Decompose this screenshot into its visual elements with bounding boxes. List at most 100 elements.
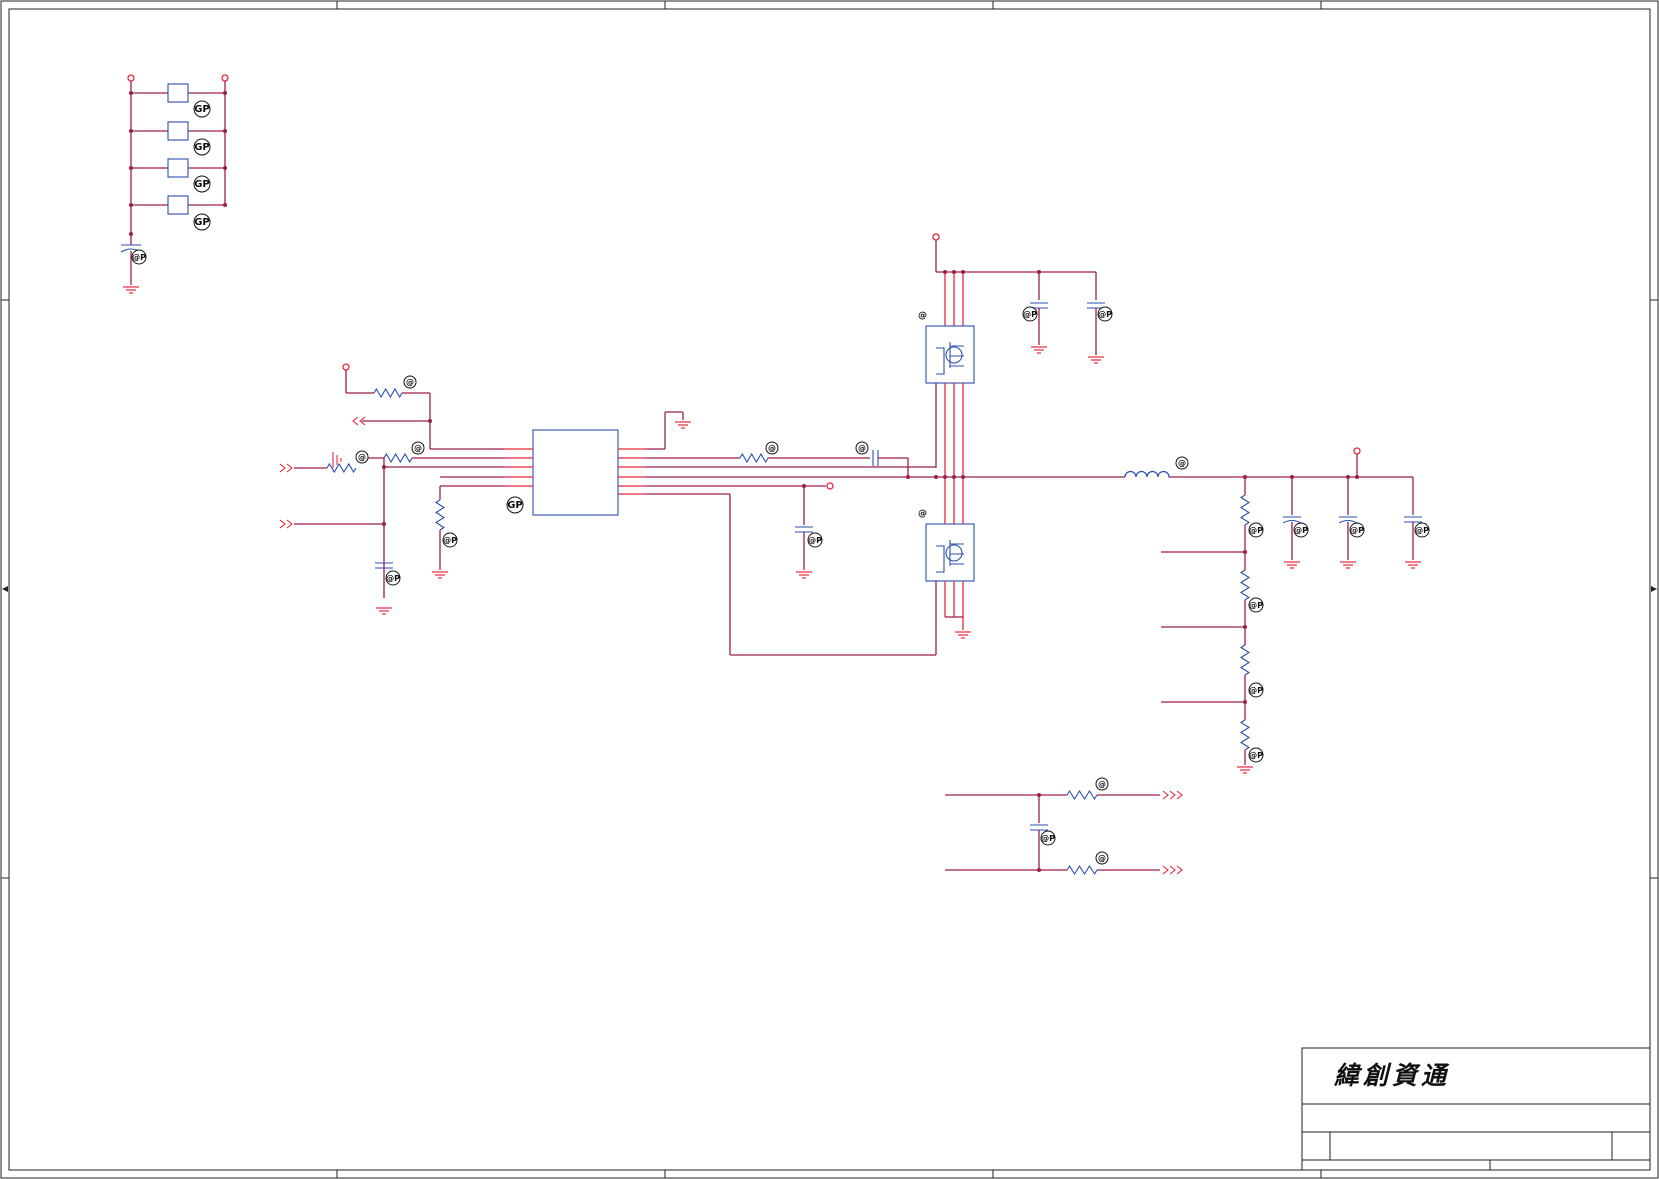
- gp_small-badge-text: @P: [1415, 526, 1429, 535]
- ground-symbol-icon: [1340, 561, 1356, 569]
- gp_small-badge: [1293, 522, 1309, 538]
- offpage-connector-icon: [359, 416, 366, 426]
- gp-badge-text: GP: [194, 217, 210, 228]
- mosfet-high-side: @: [918, 311, 975, 477]
- gp_small-badge: [1248, 597, 1264, 613]
- resistor-icon: [1066, 864, 1098, 876]
- gp_small-badge-text: @P: [1023, 310, 1037, 319]
- offpage-connector-icon: [1169, 790, 1176, 800]
- resistor-icon: [1239, 719, 1251, 751]
- pad-component: [167, 83, 189, 103]
- title-block: 緯創資通: [1301, 1047, 1651, 1171]
- gp-badge: [193, 100, 211, 118]
- ic-input-nets: [294, 363, 505, 598]
- gp-badge-text: GP: [507, 500, 523, 511]
- offpage-connector-icon: [279, 519, 286, 529]
- ref_small-badge-text: @: [1098, 780, 1106, 789]
- ref_small-badge: [1175, 456, 1189, 470]
- mosfet-low-side: @: [918, 477, 975, 655]
- ground-symbol-icon: [1284, 561, 1300, 569]
- resistor-icon: [739, 452, 769, 464]
- offpage-connector-icon: [1176, 790, 1183, 800]
- gp-badge-text: GP: [194, 142, 210, 153]
- offpage-connector-icon: [1169, 865, 1176, 875]
- resistor-icon: [383, 452, 413, 464]
- gp_small-badge: [1414, 522, 1430, 538]
- offpage-connector-icon: [286, 519, 293, 529]
- ground-symbol-icon: [675, 421, 691, 429]
- gp-badge: [193, 213, 211, 231]
- gp_small-badge: [1248, 682, 1264, 698]
- gp_small-badge: [1022, 306, 1038, 322]
- bottom-rc-network: [945, 793, 1160, 872]
- gp_small-badge: [807, 532, 823, 548]
- gp_small-badge: [131, 249, 147, 265]
- pad-component: [167, 195, 189, 215]
- gp_small-badge: [385, 570, 401, 586]
- gp-badge: [193, 175, 211, 193]
- resistor-icon: [1239, 569, 1251, 601]
- resistor-icon: [1239, 494, 1251, 526]
- gp-badge-text: GP: [194, 179, 210, 190]
- company-logo-text: 緯創資通: [1333, 1061, 1450, 1090]
- inductor-icon: [1124, 470, 1170, 478]
- gp_small-badge-text: @P: [1249, 686, 1263, 695]
- parallel-block-network: [120, 74, 229, 285]
- ground-symbol-icon: [1237, 766, 1253, 774]
- resistor-icon: [1066, 789, 1098, 801]
- ref_small-badge-text: @: [1098, 854, 1106, 863]
- resistor-icon: [326, 462, 357, 474]
- ground-symbol-icon: [1031, 346, 1047, 354]
- resistor-icon: [373, 387, 403, 399]
- offpage-connector-icon: [1162, 865, 1169, 875]
- gp_small-badge-text: @P: [1294, 526, 1308, 535]
- gp_small-badge-text: @P: [1249, 751, 1263, 760]
- gp-badge: [506, 496, 524, 514]
- ref_small-badge: [403, 375, 417, 389]
- ground-symbol-icon: [1088, 356, 1104, 364]
- ic-output-nets: [646, 411, 1125, 656]
- pad-component: [167, 158, 189, 178]
- gp_small-badge: [1248, 522, 1264, 538]
- ref_small-badge-text: @: [1178, 459, 1186, 468]
- gp_small-badge-text: @P: [1098, 310, 1112, 319]
- ref_small-badge: [411, 441, 425, 455]
- gp-badge: [193, 138, 211, 156]
- ground-symbol-icon: [955, 631, 971, 639]
- gp_small-badge-text: @P: [132, 253, 146, 262]
- gp_small-badge-text: @P: [443, 536, 457, 545]
- ref_small-badge: [1095, 777, 1109, 791]
- offpage-connector-icon: [1162, 790, 1169, 800]
- gp_small-badge-text: @P: [386, 574, 400, 583]
- resistor-icon: [1239, 644, 1251, 676]
- offpage-connector-icon: [1176, 865, 1183, 875]
- ref_small-badge: [855, 441, 869, 455]
- gp_small-badge: [1040, 830, 1056, 846]
- gp_small-badge-text: @P: [808, 536, 822, 545]
- output-filter: [1161, 447, 1422, 765]
- ground-symbol-icon: [376, 607, 392, 615]
- offpage-connector-icon: [279, 463, 286, 473]
- gp_small-badge-text: @P: [1249, 601, 1263, 610]
- gp_small-badge: [1097, 306, 1113, 322]
- gp_small-badge: [442, 532, 458, 548]
- offpage-connector-icon: [286, 463, 293, 473]
- gp_small-badge: [1349, 522, 1365, 538]
- gp_small-badge-text: @P: [1249, 526, 1263, 535]
- resistor-icon: [434, 499, 446, 531]
- ground-symbol-icon: [432, 571, 448, 579]
- high-side-supply: [932, 233, 1105, 355]
- ref_small-badge: [765, 441, 779, 455]
- ref_small-badge-text: @: [858, 444, 866, 453]
- ref_small-badge-text: @: [768, 444, 776, 453]
- gp_small-badge-text: @P: [1350, 526, 1364, 535]
- gp_small-badge-text: @P: [1041, 834, 1055, 843]
- ref_small-badge-text: @: [414, 444, 422, 453]
- offpage-connector-icon: [352, 416, 359, 426]
- mosfet-ref-badge: @: [918, 509, 927, 519]
- ref_small-badge-text: @: [406, 378, 414, 387]
- ground-symbol-icon: [123, 286, 139, 294]
